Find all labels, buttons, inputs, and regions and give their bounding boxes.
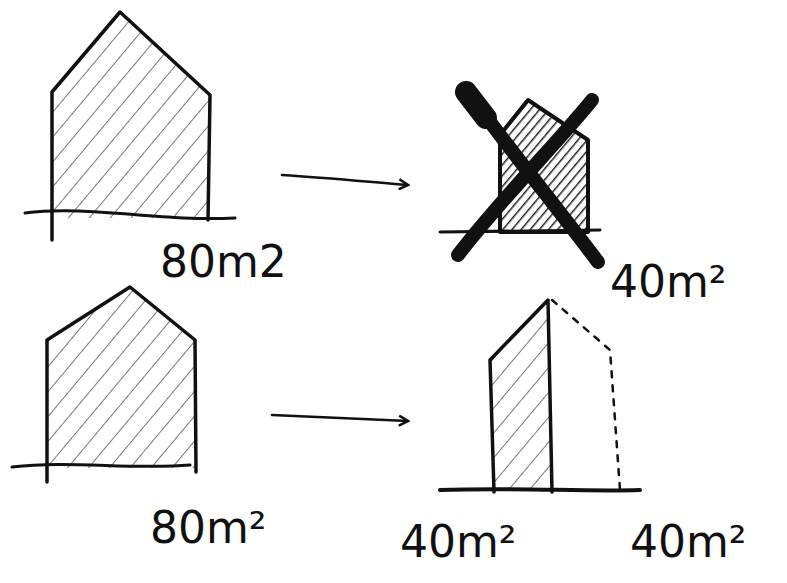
area-label: 40m² [630, 518, 747, 566]
area-label: 80m2 [160, 238, 287, 286]
area-label: 40m² [400, 518, 517, 566]
area-label: 40m² [610, 258, 727, 306]
area-label: 80m² [150, 504, 267, 552]
